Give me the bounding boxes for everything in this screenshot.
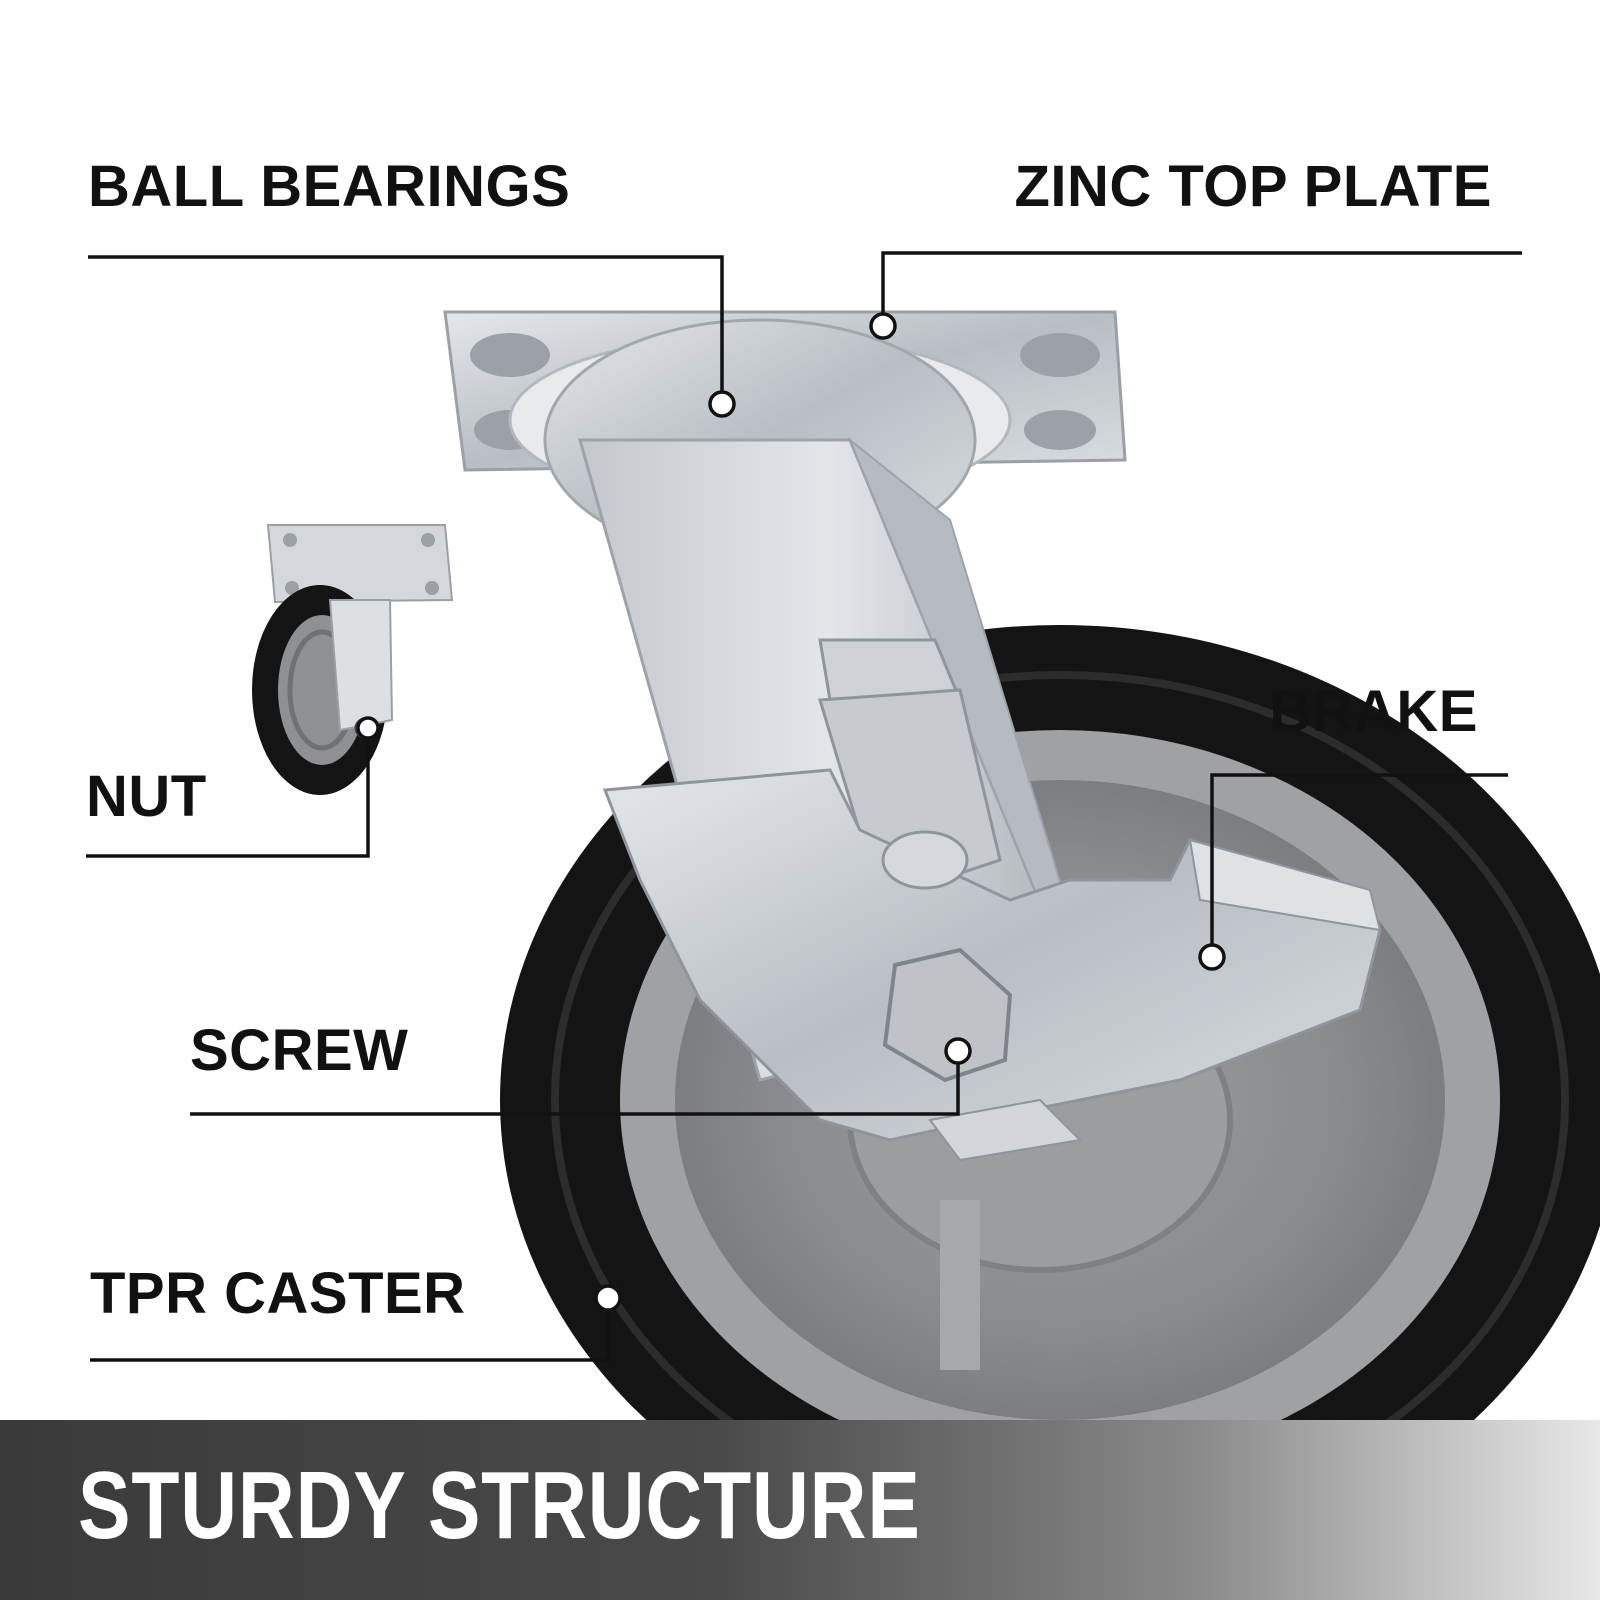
nut-marker	[356, 716, 380, 740]
ball-bearings-leader	[88, 255, 724, 392]
plate-hole	[1020, 333, 1100, 377]
brake-marker	[1198, 943, 1226, 971]
bottom-banner	[0, 1420, 1600, 1600]
ball-bearings-marker	[708, 390, 736, 418]
inset-plate-hole	[425, 581, 439, 595]
zinc-top-plate-marker	[869, 312, 897, 340]
screw-leader	[190, 1063, 960, 1116]
inset-plate-hole	[285, 581, 299, 595]
callout-tpr-caster: TPR CASTER	[90, 1261, 466, 1326]
tpr-caster-marker	[594, 1284, 622, 1312]
rigid-caster-inset	[252, 524, 454, 795]
callout-ball-bearings: BALL BEARINGS	[88, 154, 571, 219]
brake-leader	[1210, 773, 1508, 945]
callout-zinc-top-plate: ZINC TOP PLATE	[1014, 154, 1492, 219]
plate-hole	[1024, 410, 1096, 450]
hex-bolt	[882, 947, 1013, 1083]
callout-screw: SCREW	[190, 1018, 409, 1083]
plate-hole	[470, 333, 550, 377]
lower-clip	[928, 1098, 1083, 1162]
nut-leader	[86, 740, 370, 858]
rivet	[881, 830, 969, 890]
inset-plate-hole	[421, 533, 435, 547]
inset-top-plate	[266, 524, 454, 604]
hub-spoke	[940, 1200, 980, 1370]
callout-nut: NUT	[86, 764, 207, 829]
brake-pedal-tab	[1188, 838, 1382, 932]
main-caster	[443, 310, 1600, 1575]
inset-plate-hole	[283, 533, 297, 547]
callout-brake: BRAKE	[1269, 679, 1478, 744]
callout-lines	[86, 251, 1522, 1362]
inset-fork	[328, 599, 394, 732]
zinc-top-plate-leader	[881, 251, 1522, 314]
banner-title: STURDY STRUCTURE	[78, 1452, 921, 1559]
screw-marker	[944, 1037, 972, 1065]
tpr-caster-leader	[90, 1310, 610, 1362]
